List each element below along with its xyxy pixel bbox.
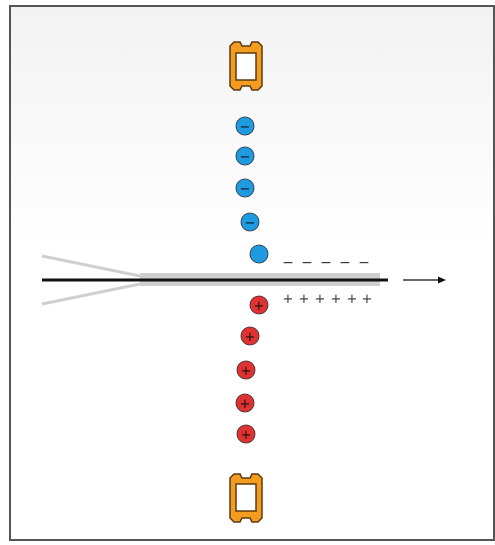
negative-particles: − − − − xyxy=(235,116,269,264)
surface-positive-mark: + xyxy=(331,292,342,307)
negative-particle: − xyxy=(235,116,255,136)
negative-particle xyxy=(249,244,269,264)
surface-negative-charges: − − − − − xyxy=(282,255,370,271)
surface-negative-mark: − xyxy=(301,255,313,271)
negative-particle: − xyxy=(240,212,260,232)
positive-particle: + xyxy=(235,393,255,413)
positive-particle: + xyxy=(249,295,269,315)
positive-particle: + xyxy=(236,424,256,444)
surface-positive-mark: + xyxy=(299,292,310,307)
top-electrode-icon xyxy=(229,41,263,91)
surface-positive-charges: + + + + + + xyxy=(283,292,373,307)
surface-positive-mark: + xyxy=(347,292,358,307)
negative-particle: − xyxy=(235,146,255,166)
positive-particle: + xyxy=(236,360,256,380)
svg-text:−: − xyxy=(240,150,251,165)
surface-positive-mark: + xyxy=(283,292,294,307)
svg-text:−: − xyxy=(240,182,251,197)
negative-particle: − xyxy=(235,178,255,198)
surface-negative-mark: − xyxy=(358,255,370,271)
positive-particle: + xyxy=(240,326,260,346)
svg-text:+: + xyxy=(241,428,252,443)
svg-text:−: − xyxy=(245,216,256,231)
svg-text:+: + xyxy=(245,330,256,345)
sheet-left-split xyxy=(41,254,141,306)
surface-positive-mark: + xyxy=(315,292,326,307)
surface-positive-mark: + xyxy=(362,292,373,307)
surface-negative-mark: − xyxy=(282,255,294,271)
svg-text:+: + xyxy=(254,299,265,314)
svg-text:+: + xyxy=(241,364,252,379)
surface-negative-mark: − xyxy=(339,255,351,271)
bottom-electrode-icon xyxy=(229,473,263,523)
svg-text:+: + xyxy=(240,397,251,412)
positive-particles: + + + + + xyxy=(235,295,269,444)
direction-arrow-icon xyxy=(403,276,446,284)
svg-text:−: − xyxy=(240,120,251,135)
surface-negative-mark: − xyxy=(320,255,332,271)
